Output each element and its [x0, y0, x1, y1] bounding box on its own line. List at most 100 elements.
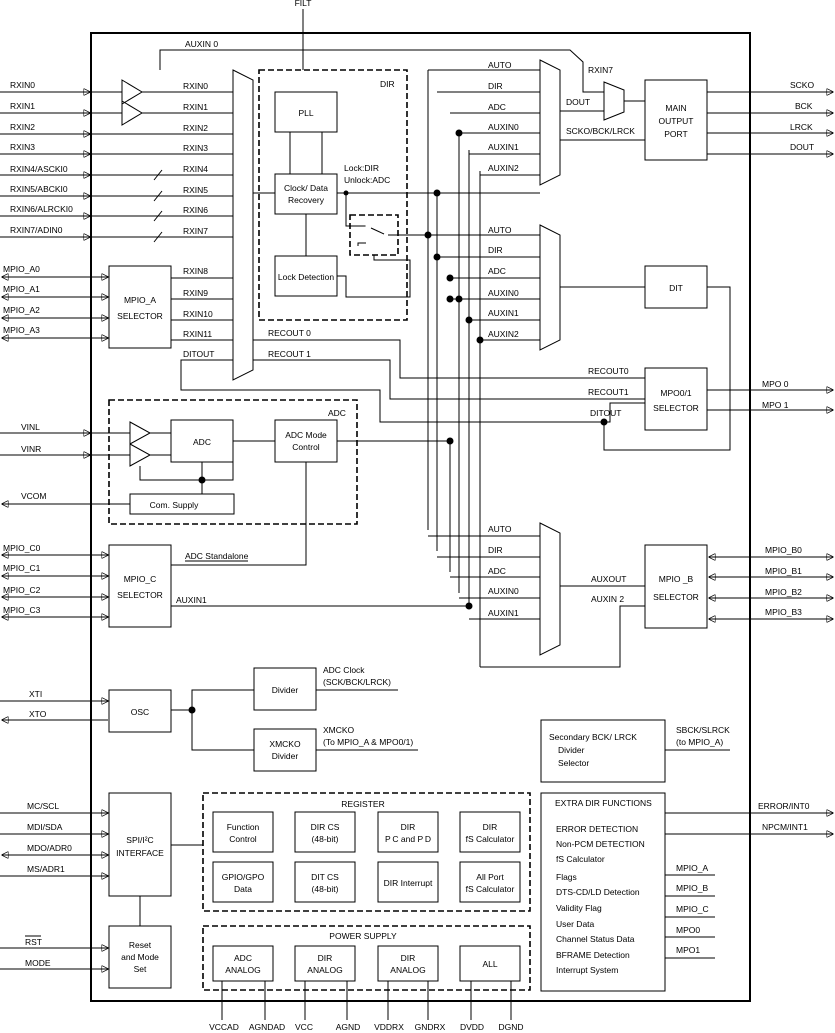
extra-6: User Data — [556, 919, 595, 929]
adc-label: ADC — [193, 437, 211, 447]
mpo-selector-l1: MPO0/1 — [660, 388, 691, 398]
auxin2-label: AUXIN 2 — [591, 594, 624, 604]
recout0-right-label: RECOUT0 — [588, 366, 629, 376]
mpio-b-selector-l2: SELECTOR — [653, 592, 699, 602]
pw-2-l2: ANALOG — [390, 965, 425, 975]
pin-rxin7: RXIN7/ADIN0 — [10, 225, 63, 235]
auxin0-top-label: AUXIN 0 — [185, 39, 218, 49]
extra-4: DTS-CD/LD Detection — [556, 887, 640, 897]
auxin1-c-label: AUXIN1 — [176, 595, 207, 605]
reg-7-l2: fS Calculator — [466, 884, 515, 894]
spi-i2c-interface — [108, 792, 172, 897]
clock-recovery-l1: Clock/ Data — [284, 183, 328, 193]
mpo-selector-l2: SELECTOR — [653, 403, 699, 413]
power-adc-analog — [212, 945, 274, 982]
reset-mode-set — [108, 925, 172, 989]
reg-7-l1: All Port — [476, 872, 504, 882]
secondary-bck-lrck — [540, 719, 666, 783]
auxout-label: AUXOUT — [591, 574, 626, 584]
pin-rxin4: RXIN4/ASCKI0 — [10, 164, 68, 174]
extra-3: Flags — [556, 872, 577, 882]
pin-dvdd: DVDD — [460, 1022, 484, 1032]
pin-rxin3: RXIN3 — [10, 142, 35, 152]
adc-clock-sub: (SCK/BCK/LRCK) — [323, 677, 391, 687]
sbck-slrck-sub: (to MPIO_A) — [676, 737, 723, 747]
dir-title: DIR — [380, 79, 395, 89]
mux1-auxin0: AUXIN0 — [488, 122, 519, 132]
com-supply-label: Com. Supply — [150, 500, 199, 510]
pin-rxin5: RXIN5/ABCKI0 — [10, 184, 68, 194]
unlock-adc-label: Unlock:ADC — [344, 175, 390, 185]
pin-vcc: VCC — [295, 1022, 313, 1032]
extra-9: Interrupt System — [556, 965, 618, 975]
pin-rxin6: RXIN6/ALRCKI0 — [10, 204, 73, 214]
pin-mpio-b3: MPIO_B3 — [765, 607, 802, 617]
pin-mpio-a1: MPIO_A1 — [3, 284, 40, 294]
pin-mpio-b2: MPIO_B2 — [765, 587, 802, 597]
lock-dir-label: Lock:DIR — [344, 163, 379, 173]
pin-rst: RST — [25, 937, 42, 947]
register-region — [202, 792, 531, 912]
dit-label: DIT — [669, 283, 683, 293]
adc-region — [108, 399, 358, 525]
xmcko-div-l1: XMCKO — [269, 739, 301, 749]
pw-1-l2: ANALOG — [307, 965, 342, 975]
reg-5-l1: DIT CS — [311, 872, 339, 882]
scko-bck-lrck-label: SCKO/BCK/LRCK — [566, 126, 635, 136]
register-title: REGISTER — [341, 799, 384, 809]
reg-0-l2: Control — [229, 834, 257, 844]
rx-selector-mux — [232, 69, 254, 381]
spi-label-l1: SPI/I²C — [126, 835, 153, 845]
reg-dir-fs-calc — [459, 811, 521, 853]
mux3-labels: AUTO DIR ADC AUXIN0 AUXIN1 — [488, 524, 519, 618]
mux2-auxin2: AUXIN2 — [488, 329, 519, 339]
pin-mc-scl: MC/SCL — [27, 801, 59, 811]
reg-dir-cs — [294, 811, 356, 853]
output-mux-3 — [539, 522, 561, 656]
rxin-int-4: RXIN4 — [183, 164, 208, 174]
pw-0-l2: ANALOG — [225, 965, 260, 975]
mpo-pins: MPO 0 MPO 1 — [707, 379, 833, 410]
mpo-selector — [644, 367, 708, 431]
mpio-c-selector-l2: SELECTOR — [117, 590, 163, 600]
main-output-l1: MAIN — [665, 103, 686, 113]
adc-mode-l2: Control — [292, 442, 320, 452]
pin-rxin0: RXIN0 — [10, 80, 35, 90]
reg-dir-interrupt — [377, 861, 439, 903]
pin-error-int0: ERROR/INT0 — [758, 801, 810, 811]
rxin-int-5: RXIN5 — [183, 185, 208, 195]
rxin-int-8: RXIN8 — [183, 266, 208, 276]
pin-vinl: VINL — [21, 422, 40, 432]
osc-label: OSC — [131, 707, 149, 717]
secondary-l2: Divider — [558, 745, 585, 755]
mux2-dir: DIR — [488, 245, 503, 255]
reg-dir-pc-pd — [377, 811, 439, 853]
lock-detection-block — [274, 255, 338, 297]
pin-vccad: VCCAD — [209, 1022, 239, 1032]
pin-gndrx: GNDRX — [415, 1022, 446, 1032]
mux1-dir: DIR — [488, 81, 503, 91]
clock-recovery-l2: Recovery — [288, 195, 325, 205]
pw-0-l1: ADC — [234, 953, 252, 963]
clock-recovery-block — [274, 173, 338, 215]
pin-mdi-sda: MDI/SDA — [27, 822, 63, 832]
extra-5: Validity Flag — [556, 903, 602, 913]
pin-mpio-a0: MPIO_A0 — [3, 264, 40, 274]
reg-dit-cs — [294, 861, 356, 903]
output-mux-1 — [539, 59, 561, 186]
main-output-l3: PORT — [664, 129, 687, 139]
extra-8: BFRAME Detection — [556, 950, 630, 960]
lock-detection-label: Lock Detection — [278, 272, 334, 282]
out-mpio-b: MPIO_B — [676, 883, 708, 893]
rxin-int-2: RXIN2 — [183, 123, 208, 133]
rxin-pins: RXIN0 RXIN1 RXIN2 RXIN3 RXIN4/ASCKI0 RXI… — [0, 80, 90, 237]
reset-l2: and Mode — [121, 952, 159, 962]
main-output-port — [644, 79, 708, 161]
secondary-l3: Selector — [558, 758, 589, 768]
rxin-int-0: RXIN0 — [183, 81, 208, 91]
xmcko-div-l2: Divider — [272, 751, 299, 761]
chip-outline — [90, 32, 751, 1002]
rxin-int-1: RXIN1 — [183, 102, 208, 112]
reg-1-l1: DIR CS — [311, 822, 340, 832]
reg-4-l2: Data — [234, 884, 252, 894]
